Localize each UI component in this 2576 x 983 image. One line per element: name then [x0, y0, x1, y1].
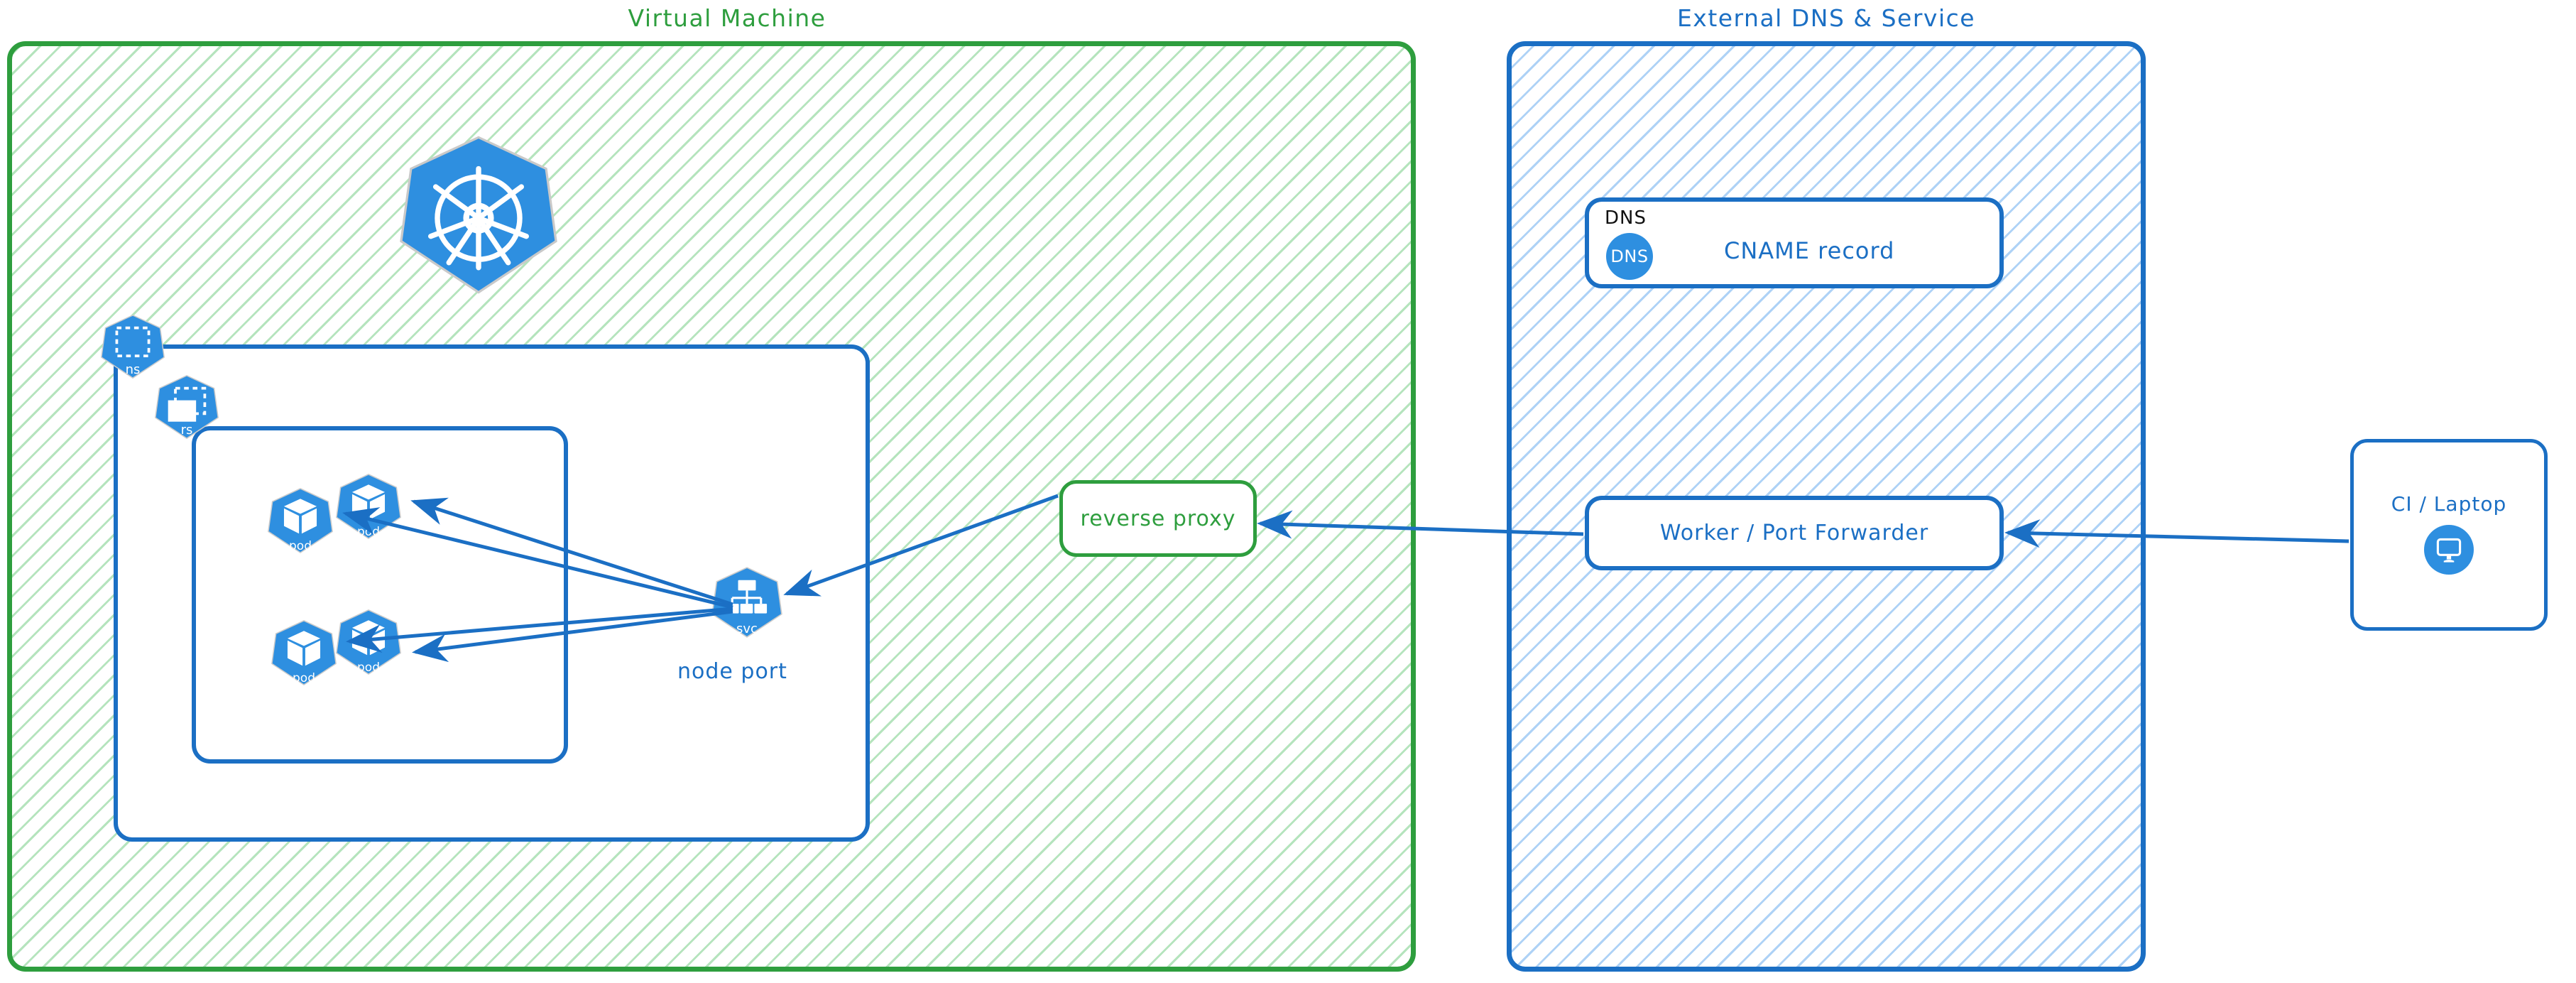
ci-laptop-label: CI / Laptop [2391, 492, 2507, 516]
kubernetes-pod-icon [336, 474, 401, 540]
kubernetes-pod-icon [336, 609, 401, 675]
desktop-monitor-icon [2424, 525, 2474, 575]
kubernetes-logo [396, 131, 561, 298]
kubernetes-service-icon [711, 567, 782, 638]
pod-1: pod [266, 486, 334, 555]
group-title-virtual-machine: Virtual Machine [628, 4, 826, 32]
dns-circle-icon: DNS [1606, 233, 1653, 280]
pod-3: pod [270, 618, 338, 688]
pod-2: pod [334, 472, 403, 541]
dns-card-tag: DNS [1605, 207, 1647, 229]
group-title-external-dns-service: External DNS & Service [1676, 4, 1976, 32]
dns-cname-card[interactable]: DNS DNS CNAME record [1585, 197, 2004, 288]
node-port-caption: node port [677, 659, 787, 684]
kubernetes-namespace-icon [101, 314, 165, 379]
kubernetes-pod-icon [271, 620, 337, 686]
cname-record-label: CNAME record [1724, 237, 1895, 264]
namespace-badge: ns [99, 313, 166, 381]
kubernetes-wheel-icon [400, 136, 557, 294]
worker-port-forwarder-label: Worker / Port Forwarder [1659, 521, 1929, 545]
service-node-port: svc [710, 565, 784, 640]
replicaset-badge: rs [153, 373, 220, 441]
ci-laptop-box[interactable]: CI / Laptop [2350, 439, 2548, 631]
reverse-proxy-label: reverse proxy [1080, 506, 1236, 531]
worker-port-forwarder-box[interactable]: Worker / Port Forwarder [1585, 496, 2004, 570]
kubernetes-replicaset-icon [155, 374, 219, 440]
reverse-proxy-box[interactable]: reverse proxy [1059, 480, 1257, 557]
kubernetes-pod-icon [268, 488, 333, 554]
pod-4: pod [334, 607, 403, 677]
